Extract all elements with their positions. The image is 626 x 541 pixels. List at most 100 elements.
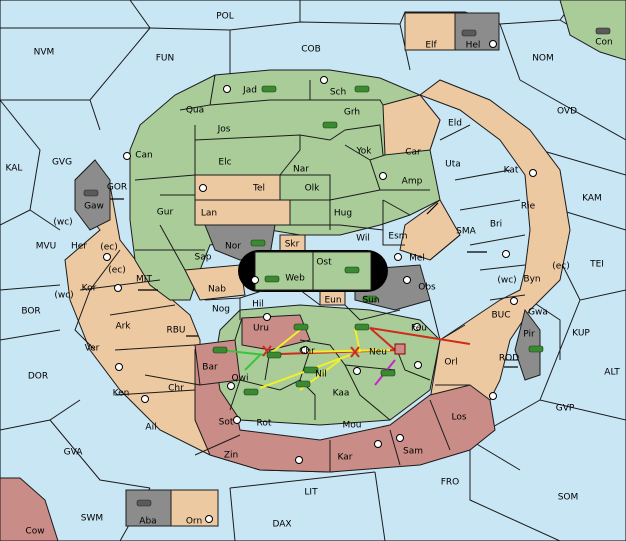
label-rod: ROD [499,354,519,364]
label-hel: Hel [466,41,481,51]
label-gwa: Gwa [528,308,548,318]
inner-borders [74,74,526,472]
region-con[interactable] [559,0,626,61]
label-gvp: GVP [556,404,575,414]
label-ost: Ost [316,258,332,268]
region-elf[interactable] [404,12,456,51]
region-car[interactable] [382,94,441,156]
region-cow[interactable] [0,477,59,541]
label-aba: Aba [139,517,156,527]
label-mvu: MVU [36,242,57,252]
label-feu: Feu [411,324,427,334]
label-nor: Nor [225,242,241,252]
label-kaa: Kaa [333,389,350,399]
label-buc: BUC [491,311,510,321]
label-wc-her: (wc) [53,218,72,228]
label-ec-her: (ec) [100,243,118,253]
label-ovd: OVD [557,107,577,117]
label-fun: FUN [156,54,175,64]
label-uta: Uta [445,160,461,170]
supply-centers [103,40,537,523]
label-gva: GVA [64,448,84,458]
label-elf: Elf [425,41,437,51]
label-som: SOM [558,493,579,503]
label-kal: KAL [6,164,23,174]
label-ec-kor: (ec) [108,266,126,276]
label-fro: FRO [441,478,460,488]
label-sam: Sam [403,447,423,457]
region-pir[interactable] [514,308,541,381]
label-qwi: Qwi [232,374,249,384]
label-rie: Rie [521,202,536,212]
label-hug: Hug [334,209,352,219]
label-nab: Nab [208,285,226,295]
label-wc-byn: (wc) [497,276,516,286]
label-chr-c: Chr [299,347,315,357]
label-car: Car [405,148,421,158]
label-kor: Kor [82,284,97,294]
label-esm: Esm [388,232,407,242]
label-kat: Kat [504,166,519,176]
label-lit: LIT [304,488,318,498]
label-nar: Nar [293,165,309,175]
label-pir: Pir [523,330,535,340]
units [83,27,611,507]
label-mou: Mou [343,421,362,431]
south-rose-band [194,348,496,473]
label-hil: Hil [252,300,264,310]
region-uru[interactable] [241,314,311,351]
label-wc-kor: (wc) [54,291,73,301]
label-nom: NOM [532,54,554,64]
label-yok: Yok [355,147,372,157]
label-sun: Sun [362,296,379,306]
label-rot: Rot [257,419,272,429]
void-marks [262,345,360,358]
label-los: Los [451,413,466,423]
region-aba[interactable] [125,489,172,527]
label-sap: Sap [195,253,212,263]
label-grh: Grh [344,108,360,118]
label-obs: Obs [418,283,436,293]
label-orn: Orn [186,517,202,527]
label-pol: POL [216,12,234,22]
label-alt: ALT [604,368,620,378]
label-byn: Byn [523,275,540,285]
label-dax: DAX [272,520,291,530]
label-kam: KAM [582,194,602,204]
label-can: Can [135,151,153,161]
label-bar: Bar [202,363,218,373]
label-tei: TEI [589,260,604,270]
label-kup: KUP [572,329,590,339]
label-wil: Wil [356,234,370,244]
label-neu: Neu [369,348,387,358]
label-sma: SMA [456,227,476,237]
label-cow: Cow [25,527,44,537]
label-uru: Uru [253,324,269,334]
label-ken: Ken [113,389,130,399]
label-jos: Jos [217,125,231,135]
label-olk: Olk [305,184,321,194]
label-zin: Zin [224,451,238,461]
label-chr: Chr [168,384,184,394]
label-lan: Lan [201,209,217,219]
labels: POL NVM FUN COB NOM OVD KAL GVG KAM TEI … [6,12,621,537]
label-ail: Ail [145,423,156,433]
label-eun: Eun [324,296,341,306]
label-con: Con [595,38,613,48]
label-gvg: GVG [52,158,72,168]
label-web: Web [285,274,305,284]
region-tel[interactable] [194,174,281,201]
connectors [110,198,518,368]
label-mit: MIT [136,275,152,285]
label-kar: Kar [338,453,353,463]
label-bor: BOR [21,307,40,317]
label-swm: SWM [81,514,103,524]
label-jad: Jad [242,86,257,96]
region-nab[interactable] [184,264,246,301]
dislodged-marker [394,343,406,355]
label-nog: Nog [212,305,230,315]
order-arrows [219,327,471,391]
label-nil: Nil [315,370,327,380]
